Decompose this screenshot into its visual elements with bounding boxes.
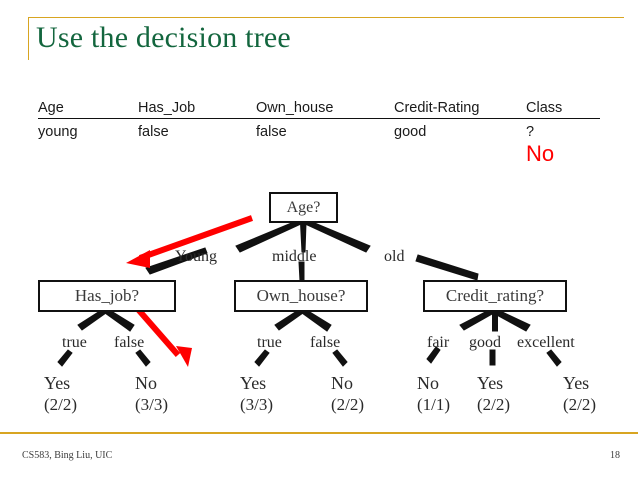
arrow-to-no-leaf-head [176, 346, 192, 367]
tree-node-own-house[interactable]: Own_house? [234, 280, 368, 312]
edge-label-credit-excellent: excellent [517, 334, 575, 351]
column-header-has-job: Has_Job [138, 100, 256, 119]
column-header-class: Class [526, 100, 600, 119]
cell-class-value: ? [526, 124, 535, 140]
edge-label-old: old [384, 248, 405, 265]
edge-label-young: Young [175, 248, 217, 265]
edge-own-house-true [274, 308, 304, 331]
table-row: young false false good ? No [38, 119, 600, 167]
leaf-class: No [331, 373, 353, 393]
edge-label-has-job-false: false [114, 334, 145, 351]
tick-leaf-yes-22-good [489, 349, 496, 366]
leaf-class: Yes [44, 373, 71, 393]
leaf-node[interactable]: Yes (3/3) [240, 372, 273, 416]
cell-has-job: false [138, 124, 169, 140]
leaf-class: Yes [563, 373, 590, 393]
table-header-row: Age Has_Job Own_house Credit-Rating Clas… [38, 100, 600, 119]
tick-leaf-yes-33 [254, 349, 270, 367]
column-header-credit-rating: Credit-Rating [394, 100, 526, 119]
arrow-to-has-job-head [126, 250, 150, 268]
cell-credit-rating: good [394, 124, 427, 140]
edge-label-own-house-false: false [310, 334, 341, 351]
edge-label-own-house-true: true [257, 334, 282, 351]
tick-leaf-yes-22-excellent [546, 349, 562, 367]
edge-label-credit-fair: fair [427, 334, 450, 351]
page-title: Use the decision tree [36, 21, 291, 54]
edge-credit-fair [459, 308, 495, 331]
tree-node-credit-rating[interactable]: Credit_rating? [423, 280, 567, 312]
cell-age: young [38, 124, 78, 140]
footer-attribution: CS583, Bing Liu, UIC [22, 450, 113, 461]
tick-leaf-no-33 [135, 349, 151, 367]
leaf-node[interactable]: No (1/1) [417, 372, 450, 416]
column-header-age: Age [38, 100, 138, 119]
tree-node-has-job[interactable]: Has_job? [38, 280, 176, 312]
leaf-class: Yes [477, 373, 504, 393]
tick-leaf-yes-22 [57, 349, 73, 367]
column-header-own-house: Own_house [256, 100, 394, 119]
title-top-rule [28, 17, 624, 18]
edge-has-job-true [77, 308, 107, 331]
leaf-node[interactable]: Yes (2/2) [563, 372, 596, 416]
leaf-count: (1/1) [417, 395, 451, 414]
leaf-count: (2/2) [563, 395, 597, 414]
predicted-class-label: No [526, 141, 555, 166]
tree-node-age[interactable]: Age? [269, 192, 338, 223]
leaf-count: (2/2) [477, 395, 511, 414]
leaf-count: (3/3) [240, 395, 274, 414]
edge-has-job-false [104, 308, 135, 332]
example-data-table: Age Has_Job Own_house Credit-Rating Clas… [38, 100, 600, 166]
title-left-rule [28, 17, 29, 60]
leaf-node[interactable]: Yes (2/2) [44, 372, 77, 416]
edge-credit-excellent [492, 308, 531, 332]
edge-own-house-false [301, 308, 332, 332]
leaf-count: (3/3) [135, 395, 169, 414]
leaf-class: No [417, 373, 439, 393]
leaf-class: No [135, 373, 157, 393]
cell-class: ? No [526, 119, 600, 167]
edge-label-has-job-true: true [62, 334, 87, 351]
edge-label-credit-good: good [469, 334, 501, 351]
leaf-count: (2/2) [331, 395, 365, 414]
cell-own-house: false [256, 124, 287, 140]
footer-rule [0, 432, 638, 434]
tick-leaf-no-22 [332, 349, 348, 367]
footer-page-number: 18 [610, 450, 620, 461]
leaf-node[interactable]: No (3/3) [135, 372, 168, 416]
leaf-count: (2/2) [44, 395, 78, 414]
edge-old-to-credit-rating [415, 254, 479, 281]
edge-label-middle: middle [272, 248, 317, 265]
leaf-node[interactable]: Yes (2/2) [477, 372, 510, 416]
leaf-class: Yes [240, 373, 267, 393]
leaf-node[interactable]: No (2/2) [331, 372, 364, 416]
edge-credit-good [492, 312, 498, 332]
